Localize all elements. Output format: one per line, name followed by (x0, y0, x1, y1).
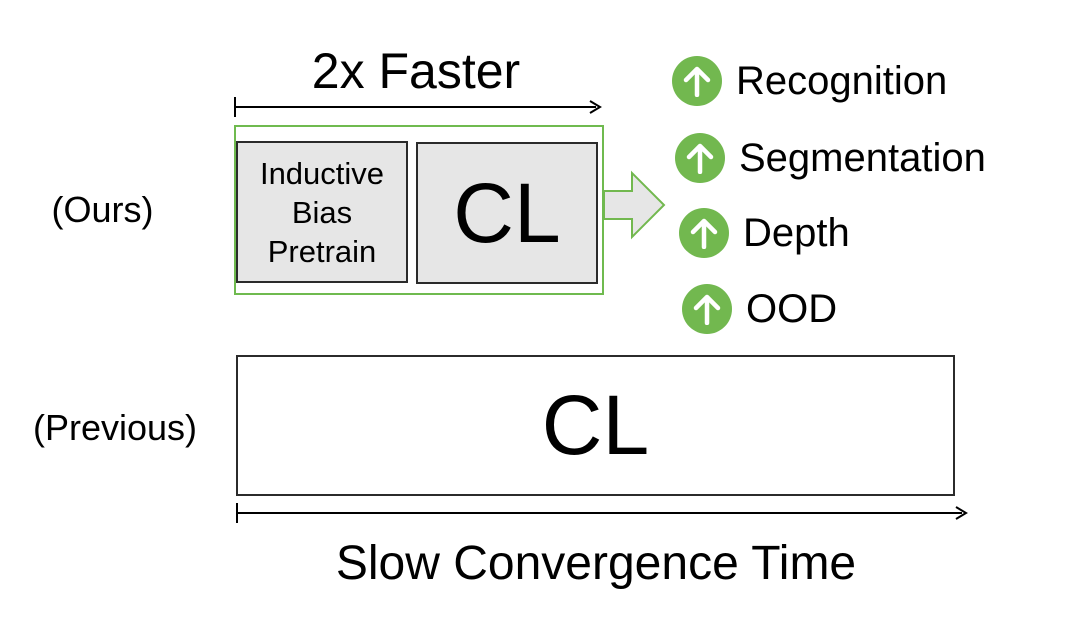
faster-timeline-arrow (234, 97, 602, 117)
benefit-label: Recognition (736, 58, 948, 103)
arrow-up-circle-icon (672, 56, 722, 106)
benefit-label: OOD (746, 286, 838, 331)
benefit-label: Segmentation (739, 135, 986, 180)
arrow-up-circle-icon (675, 133, 725, 183)
benefit-recognition: Recognition (672, 56, 947, 106)
inductive-bias-pretrain-box: Inductive Bias Pretrain (236, 141, 408, 283)
inductive-line-2: Bias (291, 194, 353, 230)
cl-previous-box: CL (236, 355, 955, 496)
cl-ours-box: CL (416, 142, 598, 284)
benefit-depth: Depth (679, 208, 850, 258)
row-label-previous: (Previous) (32, 407, 198, 448)
inductive-line-3: Pretrain (267, 233, 377, 269)
inductive-line-1: Inductive (259, 155, 385, 191)
benefit-segmentation: Segmentation (675, 133, 986, 183)
speedup-label: 2x Faster (311, 43, 521, 99)
output-arrow (603, 170, 666, 240)
row-label-ours: (Ours) (51, 189, 154, 230)
arrow-up-circle-icon (679, 208, 729, 258)
convergence-time-label: Slow Convergence Time (335, 536, 857, 590)
slow-timeline-arrow (236, 503, 968, 523)
benefit-ood: OOD (682, 284, 837, 334)
benefit-label: Depth (743, 210, 850, 255)
arrow-up-circle-icon (682, 284, 732, 334)
